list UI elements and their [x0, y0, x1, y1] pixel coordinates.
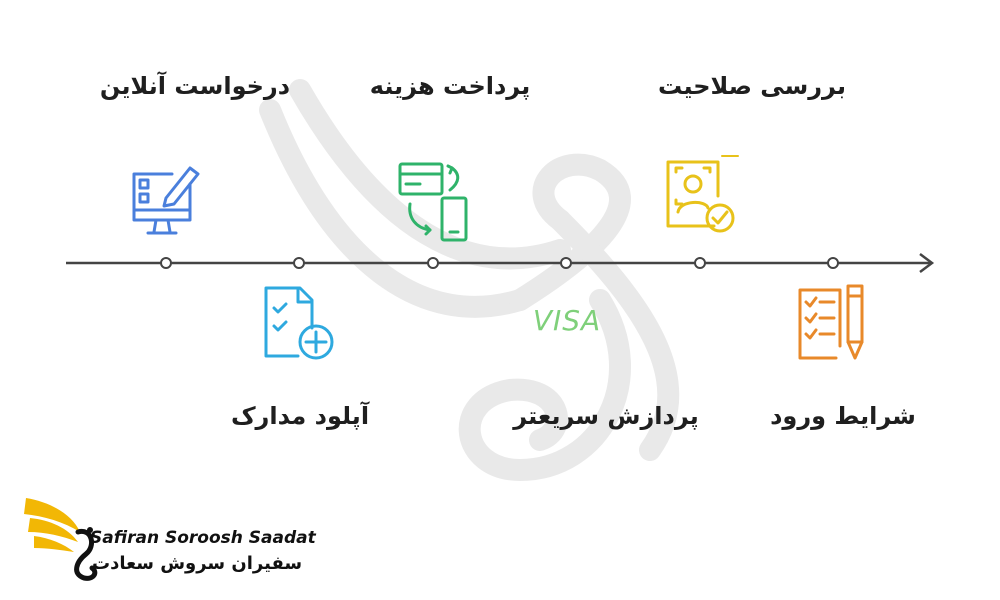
- timeline-arrowhead: [919, 253, 935, 273]
- visa-icon: VISA: [532, 304, 602, 337]
- timeline-node: [160, 257, 172, 269]
- step-label-online-request: درخواست آنلاین: [99, 72, 291, 100]
- timeline-node: [293, 257, 305, 269]
- checklist-pen-icon: [798, 284, 864, 360]
- timeline-node: [560, 257, 572, 269]
- step-label-upload-documents: آپلود مدارک: [230, 402, 370, 430]
- id-check-icon: [666, 155, 739, 233]
- brand-name-en: Safiran Soroosh Saadat: [90, 528, 316, 548]
- monitor-edit-icon: [132, 166, 200, 235]
- card-phone-exchange-icon: [398, 162, 468, 242]
- step-label-fast-processing: پردازش سریعتر: [513, 402, 699, 430]
- company-logo: [24, 498, 98, 581]
- document-plus-icon: [264, 286, 334, 360]
- step-label-payment: پرداخت هزینه: [369, 72, 531, 100]
- timeline-node: [694, 257, 706, 269]
- brand-name-fa: سفیران سروش سعادت: [92, 553, 303, 574]
- step-label-entry-conditions: شرایط ورود: [770, 402, 916, 430]
- step-label-eligibility: بررسی صلاحیت: [658, 72, 846, 100]
- timeline-node: [427, 257, 439, 269]
- timeline-node: [827, 257, 839, 269]
